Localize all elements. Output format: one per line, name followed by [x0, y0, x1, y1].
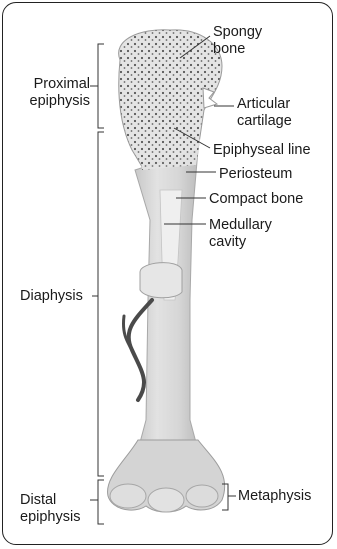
- label-medullary-line1: Medullary: [209, 217, 272, 234]
- label-proximal-line2: epiphysis: [20, 93, 90, 110]
- label-distal-epiphysis: Distal epiphysis: [20, 492, 80, 526]
- label-articular-cartilage: Articular cartilage: [237, 96, 292, 130]
- label-medullary-line2: cavity: [209, 234, 272, 251]
- condyle-left: [110, 484, 146, 508]
- label-medullary-cavity: Medullary cavity: [209, 217, 272, 251]
- label-periosteum: Periosteum: [219, 166, 292, 183]
- label-distal-line1: Distal: [20, 492, 80, 509]
- bracket-diaphysis: [98, 132, 104, 476]
- bracket-distal-epiphysis: [98, 480, 104, 524]
- spongy-region-lower: [140, 130, 200, 170]
- label-distal-line2: epiphysis: [20, 509, 80, 526]
- label-compact-bone: Compact bone: [209, 191, 303, 208]
- label-articular-line2: cartilage: [237, 113, 292, 130]
- label-proximal-line1: Proximal: [20, 76, 90, 93]
- label-spongy-bone: Spongy bone: [213, 24, 262, 58]
- label-diaphysis: Diaphysis: [20, 288, 83, 305]
- label-articular-line1: Articular: [237, 96, 292, 113]
- label-epiphyseal-line: Epiphyseal line: [213, 142, 311, 159]
- label-proximal-epiphysis: Proximal epiphysis: [20, 76, 90, 110]
- condyle-mid: [148, 488, 184, 512]
- condyle-right: [186, 485, 218, 507]
- label-spongy-bone-line2: bone: [213, 41, 262, 58]
- bracket-proximal-epiphysis: [98, 44, 104, 128]
- shaft-cut-flap: [140, 263, 182, 298]
- label-metaphysis: Metaphysis: [238, 488, 311, 505]
- label-spongy-bone-line1: Spongy: [213, 24, 262, 41]
